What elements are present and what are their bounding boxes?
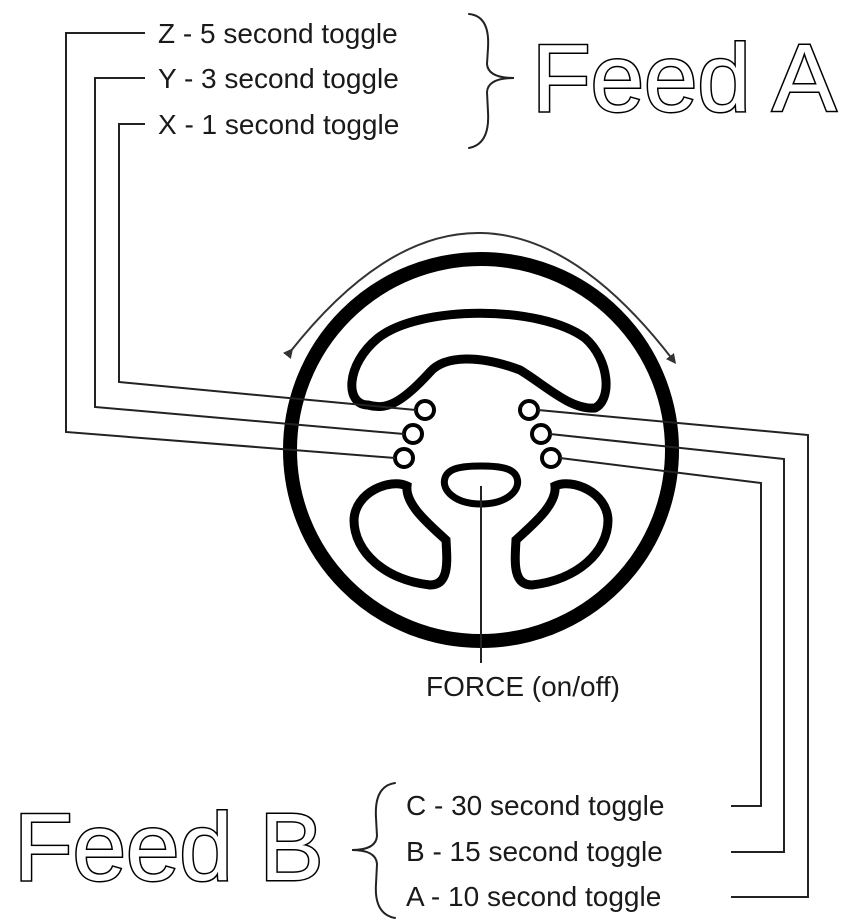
label-a: A - 10 second toggle bbox=[406, 881, 661, 912]
button-y bbox=[402, 423, 424, 445]
leader-line-a bbox=[537, 409, 809, 898]
leader-line-z bbox=[65, 32, 396, 459]
button-a bbox=[518, 399, 540, 421]
label-c: C - 30 second toggle bbox=[406, 790, 664, 821]
leader-line-x bbox=[118, 123, 417, 411]
label-z: Z - 5 second toggle bbox=[158, 18, 398, 49]
leader-line-y bbox=[94, 77, 405, 435]
label-x: X - 1 second toggle bbox=[158, 109, 399, 140]
feed-a-brace bbox=[468, 13, 515, 149]
feed-b-brace bbox=[351, 782, 396, 919]
button-b bbox=[530, 423, 552, 445]
leader-line-c bbox=[559, 457, 762, 807]
left-spoke-opening bbox=[349, 479, 452, 590]
leader-line-b bbox=[549, 433, 785, 853]
button-x bbox=[414, 399, 436, 421]
label-b: B - 15 second toggle bbox=[406, 836, 663, 867]
top-spoke-opening bbox=[347, 308, 611, 413]
rotation-arrow bbox=[282, 232, 677, 364]
label-y: Y - 3 second toggle bbox=[158, 63, 399, 94]
right-spoke-opening bbox=[510, 479, 613, 590]
feed-b-title: Feed B bbox=[14, 794, 324, 901]
force-button bbox=[440, 462, 522, 508]
button-z bbox=[393, 447, 415, 469]
force-label: FORCE (on/off) bbox=[426, 671, 620, 702]
feed-a-title: Feed A bbox=[532, 25, 836, 132]
button-c bbox=[540, 447, 562, 469]
